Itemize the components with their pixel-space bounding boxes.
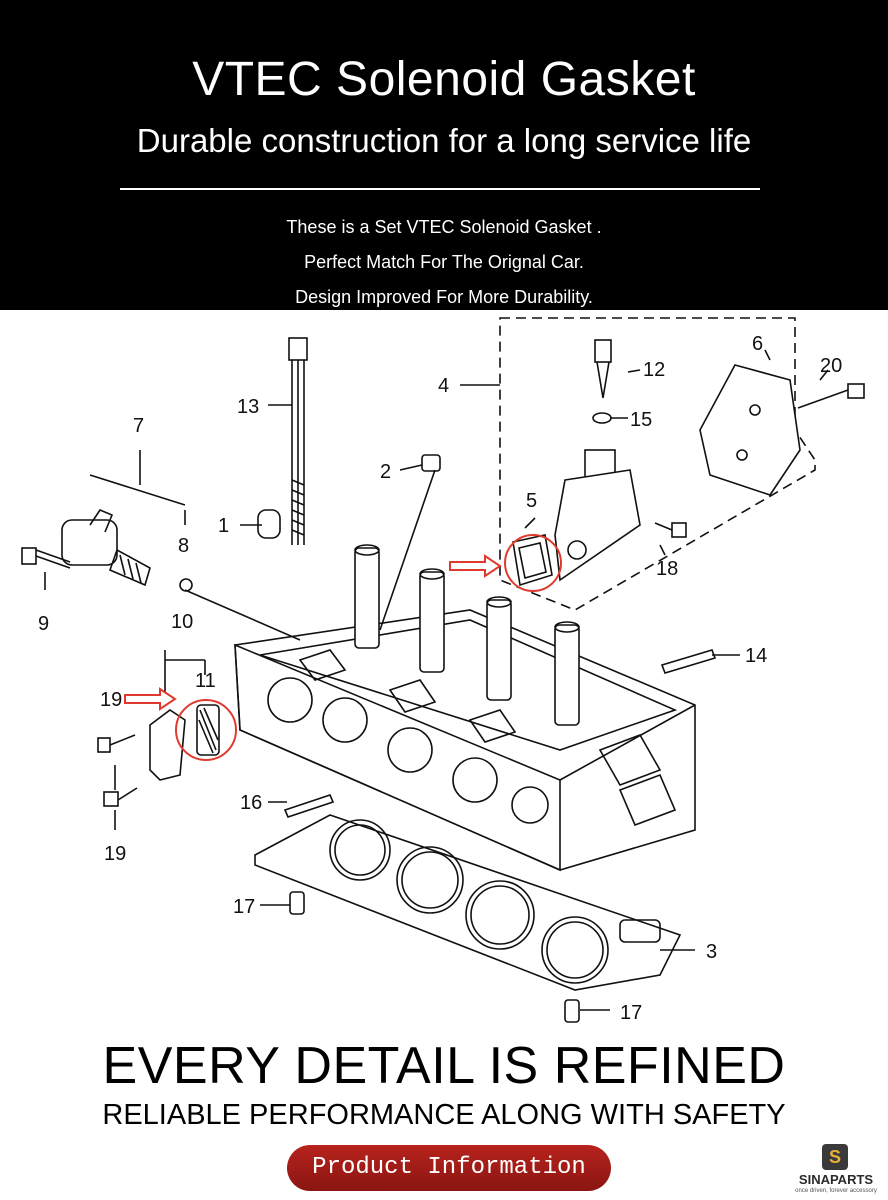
callout-19-a: 19: [100, 689, 122, 711]
cylinder-head: [234, 544, 696, 872]
bolt-18: [654, 522, 687, 538]
callout-15: 15: [630, 409, 652, 431]
callout-17-b: 17: [620, 1002, 642, 1024]
callout-10: 10: [171, 611, 193, 633]
dowel-17-a: [289, 891, 305, 915]
callout-12: 12: [643, 359, 665, 381]
callout-1: 1: [218, 515, 229, 537]
leader-lines: [44, 349, 829, 1011]
head-gasket: [254, 814, 682, 991]
highlight-markers: [124, 534, 562, 761]
description-line-3: Design Improved For More Durability.: [295, 287, 593, 307]
callout-2: 2: [380, 461, 391, 483]
filter-housing: [149, 704, 220, 781]
bolt-9: [21, 547, 71, 569]
brand-logo: S SINAPARTS once driven, forever accesso…: [788, 1142, 884, 1198]
bolt-19-a: [97, 734, 136, 753]
callout-9: 9: [38, 613, 49, 635]
washer-15: [592, 412, 612, 424]
callout-14: 14: [745, 645, 767, 667]
callout-16: 16: [240, 792, 262, 814]
vtec-solenoid-left: [61, 509, 151, 587]
bolt-19-b: [103, 787, 138, 807]
product-information-button[interactable]: Product Information: [287, 1145, 611, 1191]
vtec-solenoid-gasket: [512, 534, 553, 587]
callout-3: 3: [706, 941, 717, 963]
refined-heading: EVERY DETAIL IS REFINED: [102, 1037, 786, 1095]
callout-18: 18: [656, 558, 678, 580]
header-banner: VTEC Solenoid Gasket Durable constructio…: [0, 0, 888, 310]
o-ring-8: [179, 578, 193, 592]
callout-13: 13: [237, 396, 259, 418]
logo-tagline: once driven, forever accessory: [795, 1188, 877, 1194]
page-subtitle: Durable construction for a long service …: [136, 122, 752, 159]
callout-19-b: 19: [104, 843, 126, 865]
logo-name: SINAPARTS: [798, 1172, 874, 1187]
exploded-parts-diagram: 1 2 3 4 5 6 7 8 9 10 11 12 13 14 15 16 1…: [21, 317, 865, 1024]
callout-6: 6: [752, 333, 763, 355]
callout-11: 11: [195, 670, 216, 692]
stud-16: [283, 794, 335, 818]
header-divider: [120, 188, 760, 190]
callout-5: 5: [526, 490, 537, 512]
logo-mark-icon: S: [822, 1144, 848, 1170]
callout-4: 4: [438, 375, 449, 397]
plug-1: [257, 509, 281, 539]
page-title: VTEC Solenoid Gasket: [192, 53, 696, 106]
callout-20: 20: [820, 355, 842, 377]
callout-8: 8: [178, 535, 189, 557]
dowel-17-b: [564, 999, 580, 1023]
callout-17-a: 17: [233, 896, 255, 918]
spool-valve-body: [554, 449, 641, 582]
description-line-2: Perfect Match For The Orignal Car.: [304, 252, 584, 272]
head-bolt: [288, 337, 308, 545]
description-line-1: These is a Set VTEC Solenoid Gasket .: [286, 217, 602, 237]
solenoid-assembly-boundary: [499, 317, 816, 611]
callout-7: 7: [133, 415, 144, 437]
bracket-6: [699, 364, 801, 496]
pressure-switch-12: [594, 339, 612, 399]
stud-14: [660, 649, 717, 674]
clip-2: [421, 454, 441, 472]
bolt-20: [797, 383, 865, 409]
callout-labels: 1 2 3 4 5 6 7 8 9 10 11 12 13 14 15 16 1…: [38, 333, 842, 1024]
safety-tagline: RELIABLE PERFORMANCE ALONG WITH SAFETY: [102, 1099, 786, 1131]
